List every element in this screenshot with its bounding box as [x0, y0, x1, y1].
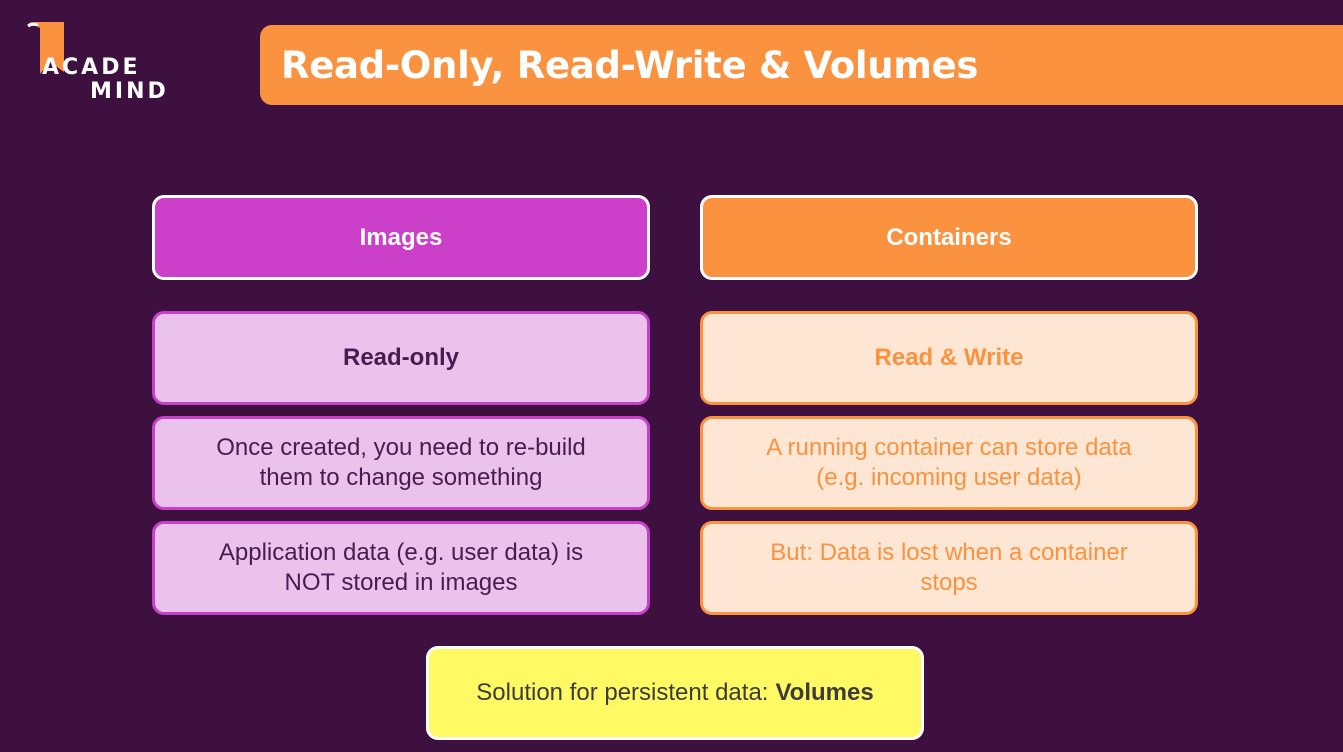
containers-header-label: Containers	[886, 223, 1012, 251]
solution-prefix: Solution for persistent data:	[476, 679, 769, 706]
logo-text-bottom: MIND	[90, 79, 169, 104]
images-item-text: Once created, you need to re-build them …	[216, 434, 586, 491]
logo-text-top: ACADE	[42, 55, 141, 80]
images-header-label: Images	[359, 223, 443, 251]
containers-item-data-lost: But: Data is lost when a container stops	[700, 521, 1198, 615]
title-bar: Read-Only, Read-Write & Volumes	[260, 25, 1343, 105]
solution-box: Solution for persistent data: Volumes	[426, 646, 924, 740]
page-title: Read-Only, Read-Write & Volumes	[281, 43, 979, 87]
images-item-read-only: Read-only	[152, 311, 650, 405]
logo-mark-icon	[27, 22, 64, 74]
images-item-text: Read-only	[342, 344, 459, 371]
solution-highlight: Volumes	[775, 679, 874, 706]
images-item-text: Application data (e.g. user data) is NOT…	[218, 539, 584, 596]
images-item-app-data: Application data (e.g. user data) is NOT…	[152, 521, 650, 615]
containers-item-read-write: Read & Write	[700, 311, 1198, 405]
containers-item-text: A running container can store data (e.g.…	[766, 434, 1132, 491]
images-header: Images	[152, 195, 650, 280]
containers-item-text: But: Data is lost when a container stops	[770, 539, 1128, 596]
images-item-rebuild: Once created, you need to re-build them …	[152, 416, 650, 510]
academind-logo: ACADE MIND	[26, 22, 176, 104]
containers-item-store-data: A running container can store data (e.g.…	[700, 416, 1198, 510]
containers-header: Containers	[700, 195, 1198, 280]
containers-item-text: Read & Write	[874, 344, 1024, 371]
